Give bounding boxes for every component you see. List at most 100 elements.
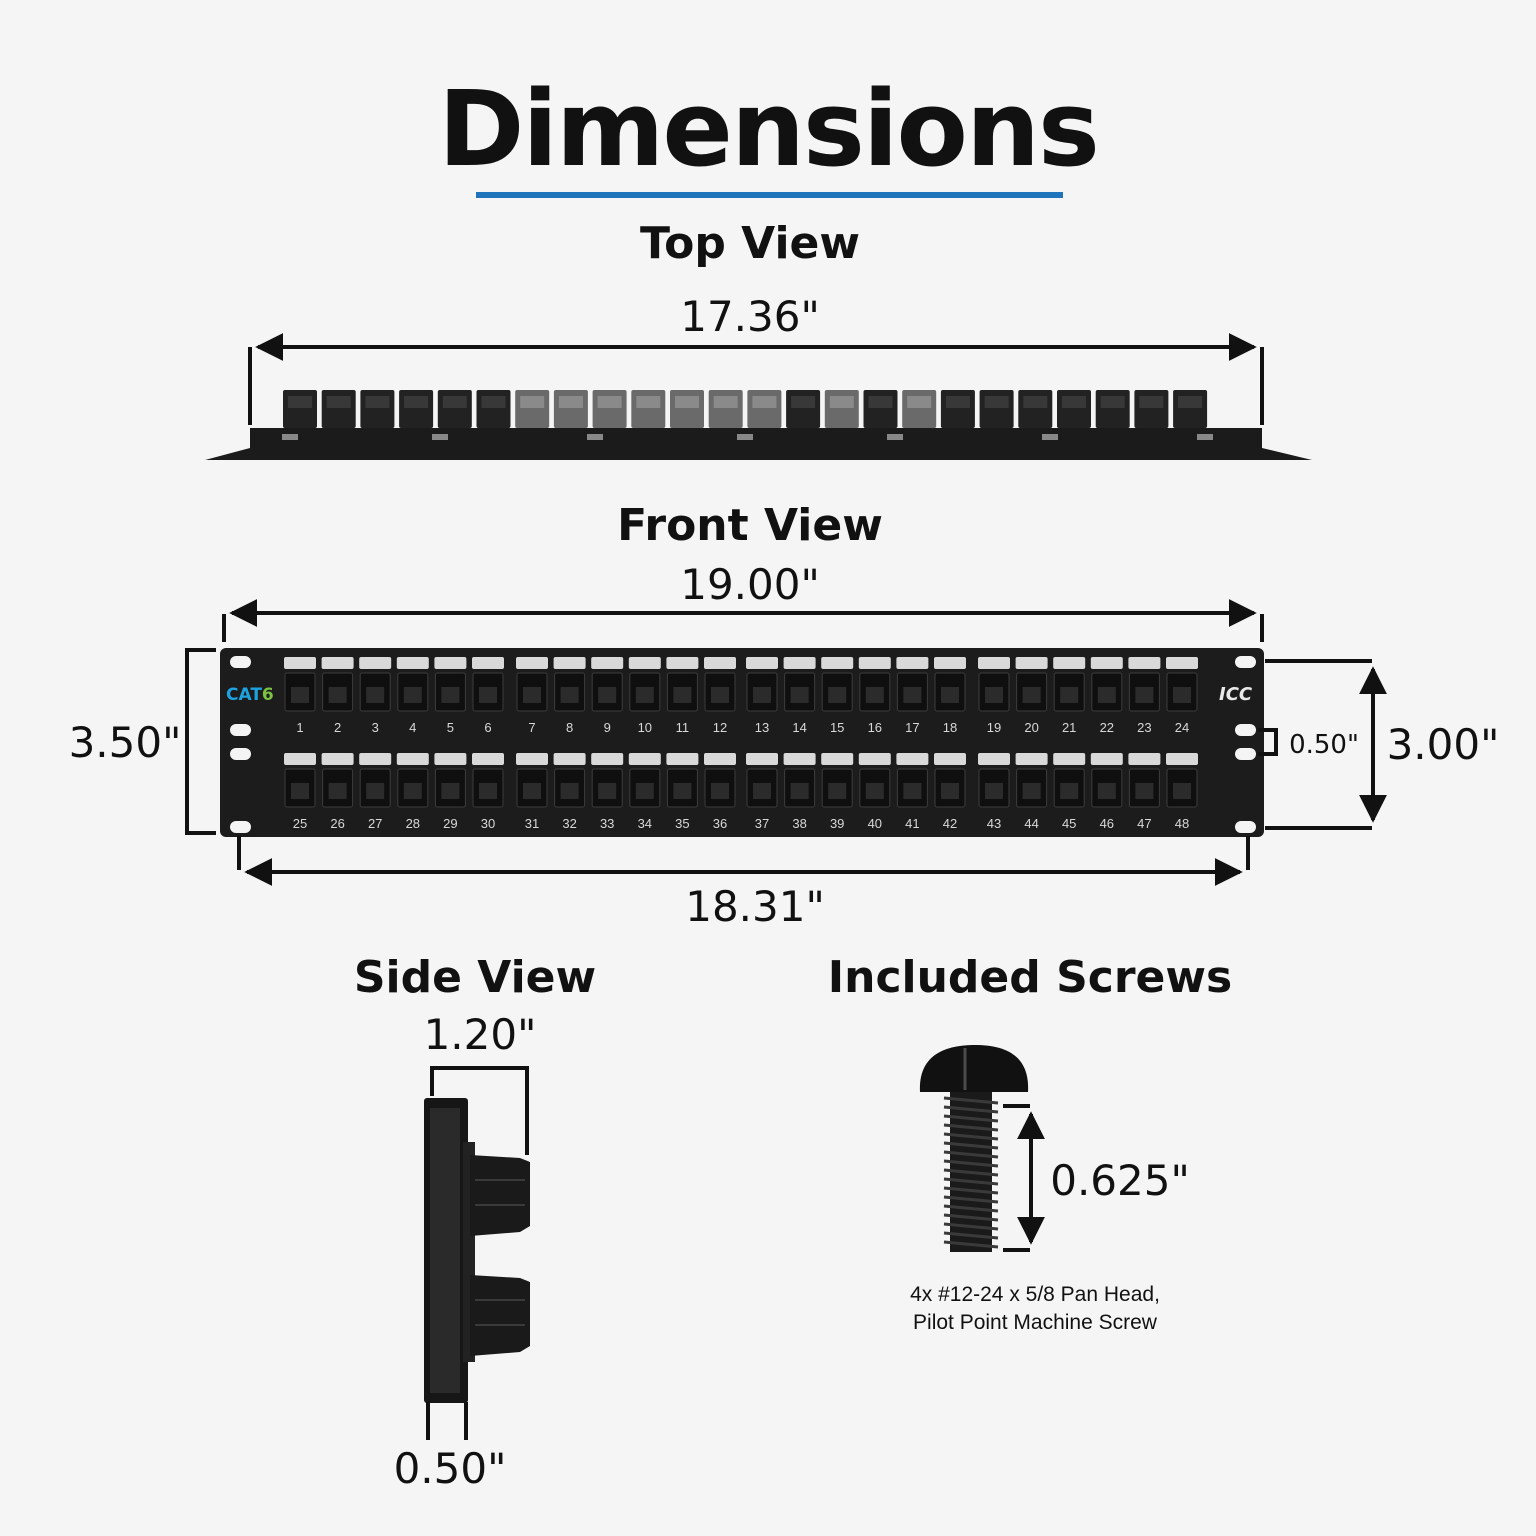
port-21: 21: [1053, 657, 1086, 735]
screw-caption: 4x #12-24 x 5/8 Pan Head, Pilot Point Ma…: [830, 1281, 1240, 1337]
port-47: 47: [1128, 753, 1161, 831]
label-strip: [896, 657, 929, 669]
jack-opening: [1060, 687, 1079, 703]
port-37: 37: [746, 753, 778, 831]
jack-opening: [790, 687, 809, 703]
jack-opening: [291, 687, 309, 703]
side-jack-upper: [470, 1155, 530, 1236]
jack-opening: [1060, 783, 1079, 799]
port-number: 21: [1062, 720, 1076, 735]
label-strip: [591, 657, 624, 669]
jack-opening: [1097, 783, 1116, 799]
port-number: 33: [600, 816, 614, 831]
label-strip: [434, 753, 467, 765]
hole-gap-label: 0.50": [1289, 730, 1359, 760]
label-strip: [934, 753, 966, 765]
port-number: 4: [409, 720, 416, 735]
top-view-jack: [321, 390, 356, 428]
label-strip: [1166, 753, 1198, 765]
top-view-jack: [1134, 390, 1169, 428]
label-strip: [1053, 657, 1086, 669]
side-jack-lower: [470, 1275, 530, 1356]
jack-opening: [1022, 783, 1041, 799]
port-11: 11: [666, 657, 699, 735]
port-5: 5: [434, 657, 467, 735]
top-view-tab: [737, 434, 753, 440]
port-number: 15: [830, 720, 844, 735]
port-17: 17: [896, 657, 929, 735]
port-10: 10: [628, 657, 661, 735]
port-number: 46: [1100, 816, 1114, 831]
port-number: 6: [484, 720, 491, 735]
top-view-tab: [887, 434, 903, 440]
port-26: 26: [321, 753, 354, 831]
jack-opening: [635, 687, 654, 703]
jack-opening: [865, 783, 884, 799]
port-30: 30: [472, 753, 504, 831]
top-view-jack: [476, 390, 511, 428]
jack-opening: [985, 687, 1003, 703]
port-number: 5: [447, 720, 454, 735]
screw-thread: [943, 1114, 999, 1123]
port-number: 25: [293, 816, 307, 831]
port-23: 23: [1128, 657, 1161, 735]
mounting-holes: [230, 656, 1256, 833]
label-strip: [553, 753, 586, 765]
port-44: 44: [1015, 753, 1048, 831]
port-number: 12: [713, 720, 727, 735]
jack-opening: [1097, 687, 1116, 703]
top-view-jack: [708, 390, 743, 428]
port-number: 22: [1100, 720, 1114, 735]
port-number: 16: [868, 720, 882, 735]
label-strip: [396, 657, 429, 669]
label-strip: [1015, 753, 1048, 765]
screw-thread: [943, 1177, 999, 1186]
port-40: 40: [858, 753, 891, 831]
screw-caption-line1: 4x #12-24 x 5/8 Pan Head,: [910, 1283, 1160, 1306]
screw-length-label: 0.625": [1050, 1156, 1190, 1205]
top-view-jacks: [283, 390, 1208, 428]
jack-opening: [479, 687, 497, 703]
port-46: 46: [1090, 753, 1123, 831]
top-view-jack: [553, 390, 588, 428]
top-view-jack: [1095, 390, 1130, 428]
jack-opening: [985, 783, 1003, 799]
port-number: 37: [755, 816, 769, 831]
label-strip: [553, 657, 586, 669]
port-number: 45: [1062, 816, 1076, 831]
screw-thread: [943, 1186, 999, 1195]
port-number: 32: [562, 816, 576, 831]
port-number: 17: [905, 720, 919, 735]
side-face-label: 0.50": [393, 1444, 507, 1493]
port-43: 43: [978, 753, 1010, 831]
port-number: 11: [676, 720, 690, 735]
top-view-jack: [360, 390, 395, 428]
port-14: 14: [783, 657, 816, 735]
label-strip: [978, 657, 1010, 669]
label-strip: [359, 753, 392, 765]
port-number: 7: [528, 720, 535, 735]
port-35: 35: [666, 753, 699, 831]
port-36: 36: [704, 753, 736, 831]
jack-opening: [865, 687, 884, 703]
jack-opening: [673, 687, 692, 703]
port-number: 18: [943, 720, 957, 735]
jack-opening: [635, 783, 654, 799]
port-number: 20: [1024, 720, 1038, 735]
screw-thread: [943, 1150, 999, 1159]
top-view-jack: [592, 390, 627, 428]
label-strip: [1015, 657, 1048, 669]
screw-thread: [943, 1105, 999, 1114]
top-view-jack: [670, 390, 704, 428]
top-view-drawing: [205, 333, 1312, 460]
label-strip: [1090, 753, 1123, 765]
screw-thread: [943, 1213, 999, 1222]
port-13: 13: [746, 657, 778, 735]
screw-thread: [943, 1240, 999, 1249]
front-height-label: 3.50": [68, 718, 182, 767]
hole-span-label: 3.00": [1386, 720, 1500, 769]
top-view-tab: [1197, 434, 1213, 440]
screw-thread: [943, 1159, 999, 1168]
port-6: 6: [472, 657, 504, 735]
